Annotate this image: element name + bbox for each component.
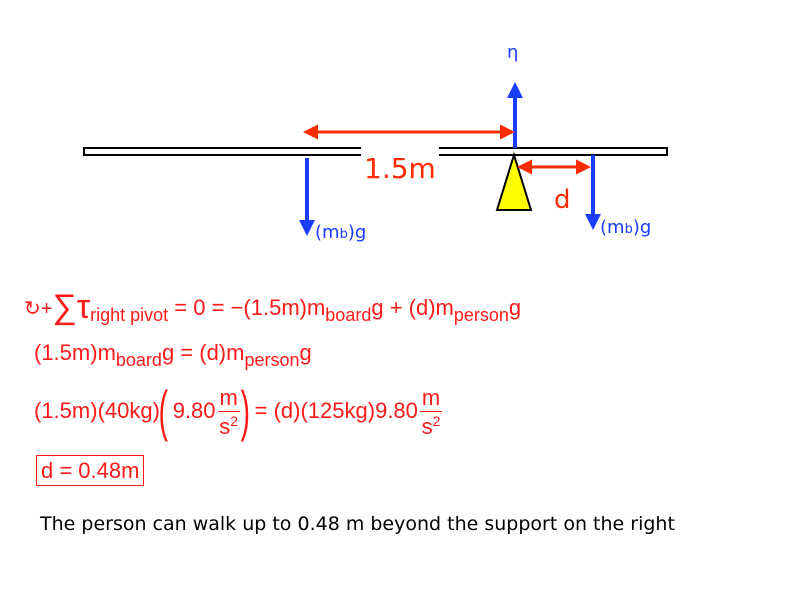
- eq-text: s: [219, 413, 231, 439]
- rotation-direction-icon: ↻+: [24, 298, 53, 320]
- board-label-gap: [361, 144, 439, 158]
- eq-text: (d): [199, 340, 227, 365]
- eq-text: g: [508, 295, 522, 320]
- torque-equation: ↻+∑τright pivot = 0 = −(1.5m)mboardg + (…: [24, 290, 521, 324]
- tau-symbol: τ: [76, 288, 91, 326]
- eq-text: m: [419, 384, 443, 412]
- eq-text: =: [248, 398, 274, 423]
- pivot-support: [495, 151, 533, 211]
- eq-text: m: [217, 384, 240, 412]
- distance-label-1-5m: 1.5m: [364, 152, 436, 185]
- big-paren: (: [158, 379, 168, 442]
- eq-text: g +: [371, 295, 409, 320]
- eq-text: (1.5m): [243, 295, 307, 320]
- eq-text: s: [421, 413, 433, 439]
- eq-subscript: person: [244, 350, 300, 370]
- seesaw-diagram: η 1.5m d (mb)g (mb)g: [83, 42, 668, 243]
- eq-text: (125kg): [300, 398, 376, 423]
- distance-label-d: d: [554, 185, 571, 215]
- balance-equation: (1.5m)mboardg = (d)mpersong: [34, 340, 312, 370]
- eq-text: g =: [161, 340, 200, 365]
- eq-text: s2: [422, 412, 441, 438]
- eq-text: g: [299, 340, 312, 365]
- result: d = 0.48m: [36, 455, 145, 486]
- eq-subscript: board: [325, 305, 372, 325]
- eq-text: 2: [230, 412, 239, 429]
- person-weight-label: (mb)g: [600, 217, 651, 238]
- eq-text: 9.80: [172, 398, 216, 423]
- conclusion-text: The person can walk up to 0.48 m beyond …: [40, 513, 675, 535]
- eq-subscript: board: [115, 350, 162, 370]
- result-box: d = 0.48m: [36, 455, 145, 486]
- eq-text: (d): [408, 295, 436, 320]
- eq-text: (1.5m): [34, 398, 98, 423]
- sum-symbol: ∑: [52, 288, 77, 326]
- eq-text: 9.80: [375, 398, 418, 423]
- eq-text: (40kg): [97, 398, 160, 423]
- eq-text: m: [97, 340, 116, 365]
- eq-text: m: [226, 340, 245, 365]
- board-weight-label: (mb)g: [315, 222, 366, 243]
- eq-text: (1.5m): [34, 340, 98, 365]
- eq-text: = 0 = −: [168, 295, 244, 320]
- big-paren: ): [240, 379, 250, 442]
- pivot-subscript: right pivot: [90, 305, 169, 325]
- eq-text: m: [306, 295, 326, 320]
- normal-force-label: η: [507, 42, 518, 63]
- eq-text: 2: [432, 412, 441, 429]
- eq-text: s2: [219, 412, 238, 438]
- eq-text: (d): [273, 398, 301, 423]
- eq-subscript: person: [453, 305, 509, 325]
- eq-text: m: [435, 295, 454, 320]
